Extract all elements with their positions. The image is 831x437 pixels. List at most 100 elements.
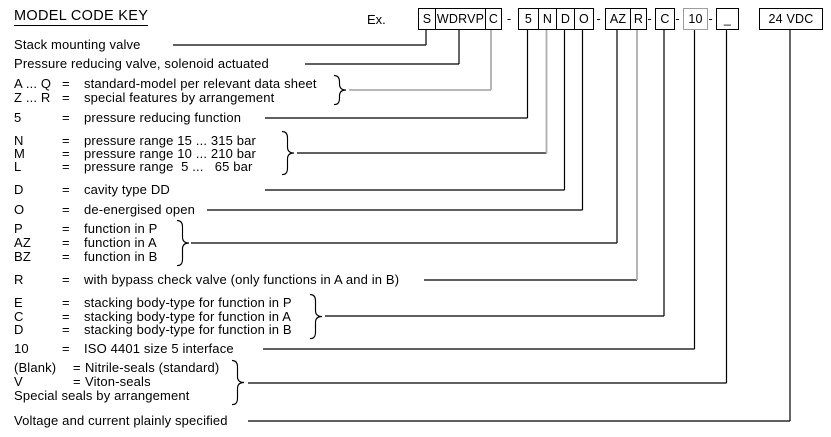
code-cell-wdrvp: WDRVP — [435, 9, 485, 29]
key-description: function in P — [84, 221, 158, 236]
key-description: stacking body-type for function in A — [84, 309, 292, 324]
key-code-label: N — [14, 133, 24, 148]
key-description: Nitrile-seals (standard) — [85, 360, 220, 375]
code-box-group: _ — [716, 8, 739, 30]
key-row-p: P = function in P — [0, 221, 520, 237]
equals-sign: = — [62, 341, 70, 356]
code-box-group: C — [655, 8, 675, 30]
key-row-blank: (Blank) = Nitrile-seals (standard) — [0, 360, 520, 376]
key-row-text: Pressure reducing valve, solenoid actuat… — [14, 56, 269, 71]
key-row-az: AZ = function in A — [0, 235, 520, 251]
key-row-pressure-reducing-valve-solenoid-actuated: Pressure reducing valve, solenoid actuat… — [0, 56, 520, 72]
code-cell-24-vdc: 24 VDC — [768, 12, 814, 26]
code-separator-dash: - — [506, 11, 512, 26]
equals-sign: = — [62, 146, 70, 161]
code-separator-dash: - — [708, 11, 713, 26]
key-description: stacking body-type for function in P — [84, 295, 292, 310]
key-description: standard-model per relevant data sheet — [84, 76, 317, 91]
equals-sign: = — [73, 374, 81, 389]
code-cell-c: C — [660, 12, 670, 26]
key-row-v: V = Viton-seals — [0, 374, 520, 390]
code-cell-az: AZ — [609, 12, 627, 26]
equals-sign: = — [62, 182, 70, 197]
key-description: pressure range 10 ... 210 bar — [84, 146, 257, 161]
key-description: special features by arrangement — [84, 90, 275, 105]
key-code-label: O — [14, 202, 25, 217]
code-separator-dash: - — [675, 11, 680, 26]
key-description: pressure range 15 ... 315 bar — [84, 133, 257, 148]
equals-sign: = — [62, 322, 70, 337]
key-description: function in A — [84, 235, 157, 250]
key-row-r: R=with bypass check valve (only function… — [0, 272, 520, 288]
equals-sign: = — [62, 249, 70, 264]
code-separator-dash: - — [596, 11, 601, 26]
key-row-5: 5=pressure reducing function — [0, 110, 520, 126]
equals-sign: = — [62, 159, 70, 174]
key-code-label: E — [14, 295, 23, 310]
key-row-bz: BZ = function in B — [0, 249, 520, 265]
key-code-label: 5 — [14, 110, 22, 125]
code-cell-10: 10 — [688, 12, 703, 26]
key-row-10: 10=ISO 4401 size 5 interface — [0, 341, 520, 357]
key-row-stack-mounting-valve: Stack mounting valve — [0, 37, 520, 53]
key-code-label: R — [14, 272, 24, 287]
key-code-label: D — [14, 182, 24, 197]
code-cell-s: S — [422, 12, 432, 26]
key-code-label: P — [14, 221, 23, 236]
key-description: Viton-seals — [85, 374, 151, 389]
key-row-d: D = stacking body-type for function in B — [0, 322, 520, 338]
key-description: pressure range 5 ... 65 bar — [84, 159, 253, 174]
example-label: Ex. — [367, 12, 386, 27]
key-row-voltage-and-current-plainly-specified: Voltage and current plainly specified — [0, 413, 520, 429]
key-row-o: O=de-energised open — [0, 202, 520, 218]
code-cell-c: C — [485, 9, 501, 29]
equals-sign: = — [62, 235, 70, 250]
key-row-text: Special seals by arrangement — [14, 388, 190, 403]
equals-sign: = — [62, 202, 70, 217]
key-row-special-seals-by-arrangement: Special seals by arrangement — [0, 388, 520, 404]
key-row-a-q: A ... Q = standard-model per relevant data… — [0, 76, 520, 92]
code-cell-o: O — [574, 9, 593, 29]
key-code-label: M — [14, 146, 25, 161]
key-code-label: D — [14, 322, 24, 337]
key-row-text: Stack mounting valve — [14, 37, 141, 52]
code-cell-r: R — [630, 9, 646, 29]
key-code-label: L — [14, 159, 22, 174]
code-box-group: 10 — [683, 8, 708, 30]
key-code-label: AZ — [14, 235, 31, 250]
code-cell-5: 5 — [524, 12, 533, 26]
key-row-z-r: Z ... R=special features by arrangement — [0, 90, 520, 106]
key-row-text: Voltage and current plainly specified — [14, 413, 228, 428]
key-code-label: (Blank) — [14, 360, 57, 375]
key-row-d: D = cavity type DD — [0, 182, 520, 198]
equals-sign: = — [62, 272, 70, 287]
key-code-label: BZ — [14, 249, 31, 264]
key-code-label: 10 — [14, 341, 29, 356]
key-row-l: L = pressure range 5 ... 65 bar — [0, 159, 520, 175]
equals-sign: = — [62, 76, 70, 91]
key-row-e: E = stacking body-type for function in P — [0, 295, 520, 311]
key-description: function in B — [84, 249, 158, 264]
key-description: cavity type DD — [84, 182, 170, 197]
key-description: stacking body-type for function in B — [84, 322, 292, 337]
equals-sign: = — [62, 295, 70, 310]
key-code-label: V — [14, 374, 23, 389]
equals-sign: = — [62, 221, 70, 236]
code-cell-blank: _ — [723, 12, 732, 26]
equals-sign: = — [73, 360, 81, 375]
key-row-m: M = pressure range 10 ... 210 bar — [0, 146, 520, 162]
code-separator-dash: - — [647, 11, 652, 26]
key-code-label: A ... Q — [14, 76, 52, 91]
equals-sign: = — [62, 133, 70, 148]
key-row-n: N = pressure range 15 ... 315 bar — [0, 133, 520, 149]
equals-sign: = — [62, 90, 70, 105]
code-cell-d: D — [556, 9, 574, 29]
key-code-label: C — [14, 309, 24, 324]
page-title: MODEL CODE KEY — [14, 8, 149, 26]
key-row-c: C=stacking body-type for function in A — [0, 309, 520, 325]
